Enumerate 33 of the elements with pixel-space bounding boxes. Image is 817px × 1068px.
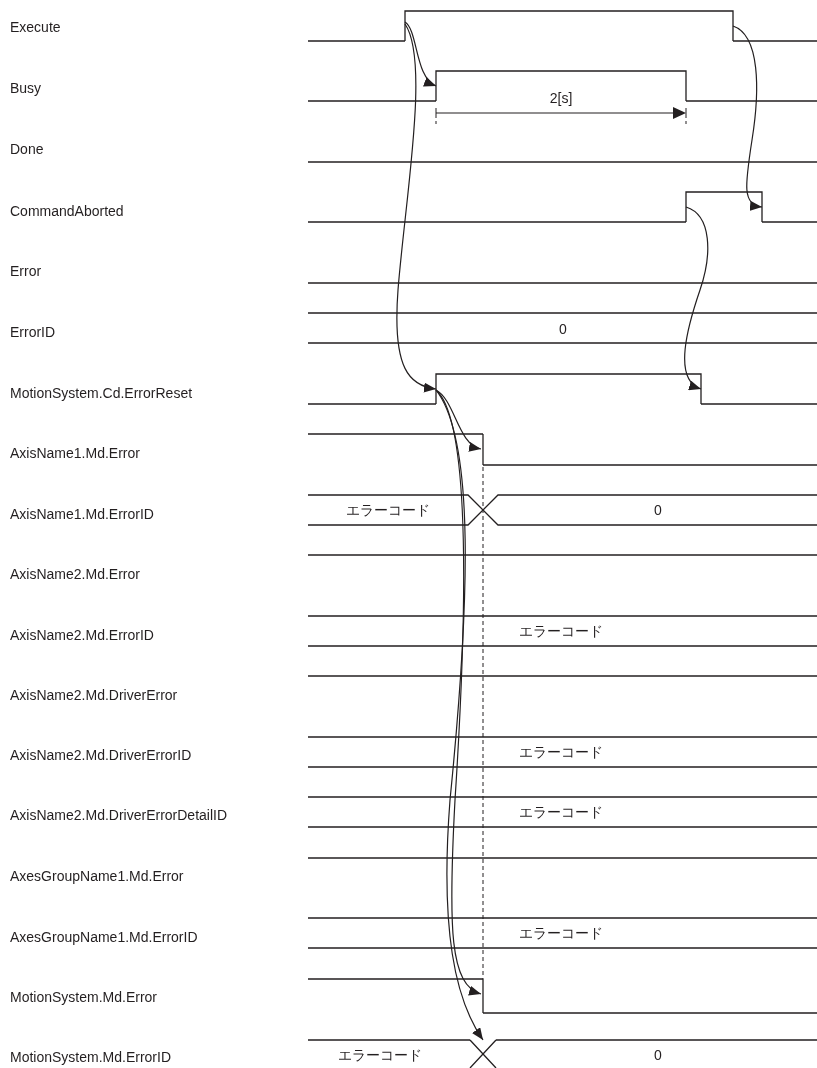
signal-name: AxesGroupName1.Md.Error	[10, 868, 184, 884]
signal-name: ErrorID	[10, 324, 56, 340]
signal-name: AxisName1.Md.Error	[10, 445, 140, 461]
signal-value: エラーコード	[519, 623, 603, 639]
arrow	[684, 206, 709, 390]
signal-name: AxisName1.Md.ErrorID	[10, 506, 154, 522]
signal-value: エラーコード	[338, 1047, 422, 1063]
arrow	[435, 389, 482, 450]
signal-name: AxisName2.Md.Error	[10, 566, 140, 582]
signal-name: AxisName2.Md.DriverErrorDetailID	[10, 807, 228, 823]
signal-value: エラーコード	[519, 925, 603, 941]
signal-name: MotionSystem.Md.Error	[10, 989, 158, 1005]
signal-name: Error	[10, 263, 42, 279]
signal-value: 0	[654, 502, 662, 518]
signal-name: AxisName2.Md.ErrorID	[10, 627, 154, 643]
signal-name: Busy	[10, 80, 42, 96]
signal-name: MotionSystem.Cd.ErrorReset	[10, 385, 193, 401]
arrow	[404, 21, 437, 87]
signal-name: MotionSystem.Md.ErrorID	[10, 1049, 172, 1065]
duration-label: 2[s]	[549, 90, 573, 106]
signal-name: AxisName2.Md.DriverError	[10, 687, 178, 703]
signal-name: AxisName2.Md.DriverErrorID	[10, 747, 192, 763]
signal-name: AxesGroupName1.Md.ErrorID	[10, 929, 198, 945]
signal-name: Execute	[10, 19, 61, 35]
signal-name: Done	[10, 141, 44, 157]
signal-value: エラーコード	[519, 804, 603, 820]
signal-value: エラーコード	[346, 502, 430, 518]
signal-name: CommandAborted	[10, 203, 124, 219]
signal-value: エラーコード	[519, 744, 603, 760]
arrow	[732, 25, 763, 210]
signal-value: 0	[654, 1047, 662, 1063]
signal-value: 0	[559, 321, 567, 337]
arrow	[396, 23, 437, 392]
